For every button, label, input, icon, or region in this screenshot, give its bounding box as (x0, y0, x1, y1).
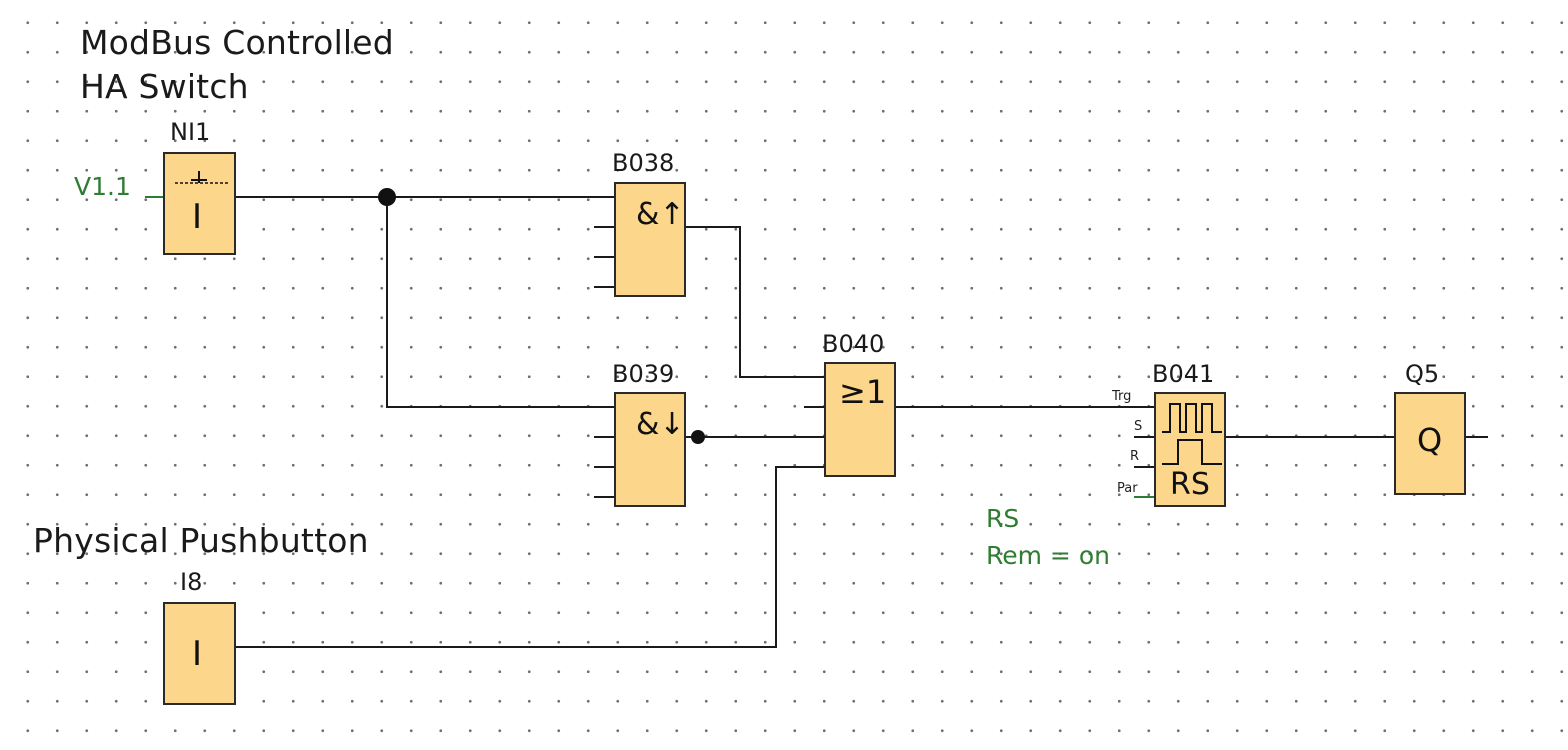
q5-output-glyph: Q (1417, 421, 1443, 459)
b041-parameter-line1: RS (986, 504, 1020, 533)
b041-pin-trg: Trg (1112, 389, 1132, 404)
b041-pulse-relay-block[interactable]: RS (1154, 392, 1226, 507)
i8-block[interactable]: I (163, 602, 236, 705)
b041-pin-s: S (1134, 419, 1143, 434)
i8-input-glyph: I (192, 634, 203, 674)
or-icon: ≥1 (839, 373, 887, 411)
negation-dot (691, 430, 705, 444)
rs-label: RS (1170, 467, 1210, 502)
b040-or-block[interactable]: ≥1 (824, 362, 896, 477)
b040-label: B040 (822, 330, 885, 358)
b039-and-edge-block[interactable]: &↓ (614, 392, 686, 507)
comment-title-line2: HA Switch (80, 67, 249, 106)
ni1-input-parameter: V1.1 (74, 172, 131, 201)
b041-parameter-line2: Rem = on (986, 541, 1110, 570)
b038-label: B038 (612, 149, 675, 177)
ni1-input-glyph: I (192, 197, 203, 237)
network-input-icon (175, 171, 228, 184)
ni1-label: NI1 (170, 118, 211, 146)
b041-label: B041 (1152, 360, 1215, 388)
b041-pin-r: R (1130, 449, 1140, 464)
comment-pushbutton: Physical Pushbutton (33, 521, 369, 560)
pulse-waveform-icon (1162, 403, 1222, 465)
q5-output-block[interactable]: Q (1394, 392, 1466, 495)
b041-pin-par: Par (1117, 481, 1138, 496)
b039-label: B039 (612, 360, 675, 388)
junction-dot (378, 188, 396, 206)
comment-title-line1: ModBus Controlled (80, 23, 394, 62)
b038-and-edge-block[interactable]: &↑ (614, 182, 686, 297)
ni1-block[interactable]: I (163, 152, 236, 255)
q5-label: Q5 (1405, 360, 1440, 388)
and-rising-edge-icon: &↑ (636, 197, 685, 232)
and-falling-edge-icon: &↓ (636, 407, 685, 442)
i8-label: I8 (180, 568, 203, 596)
